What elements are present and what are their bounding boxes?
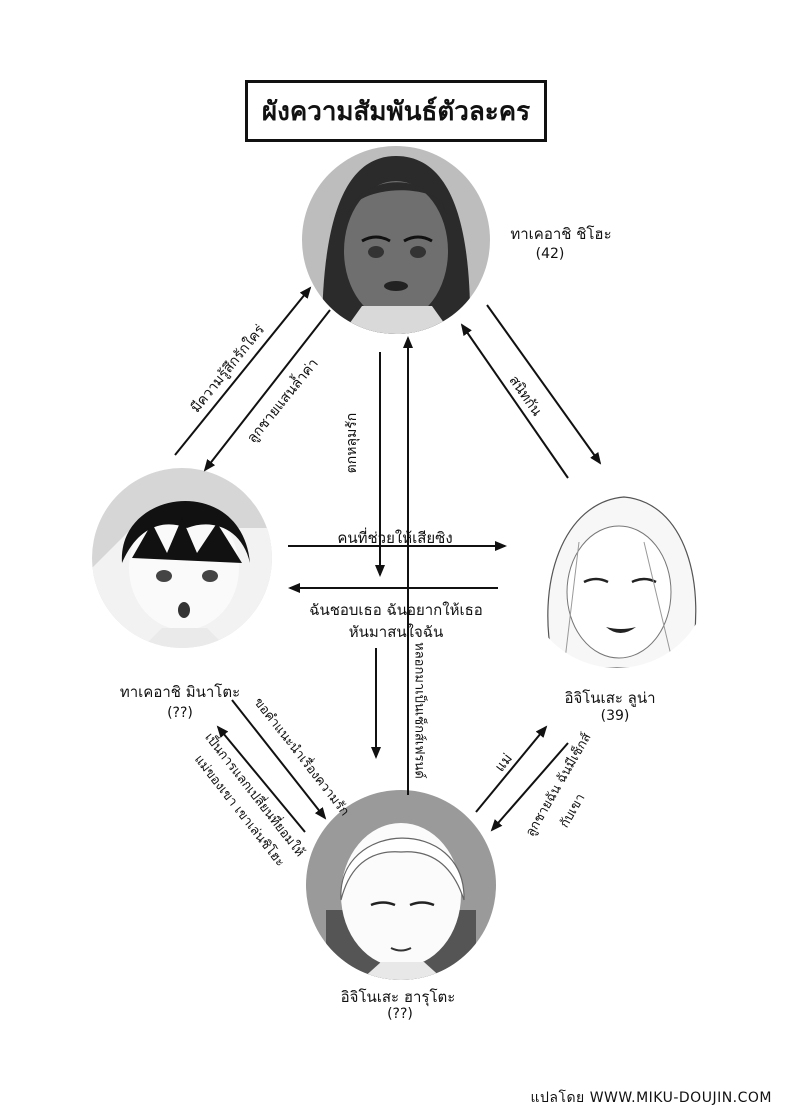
arrow-minato-to-shiho bbox=[174, 286, 312, 456]
arrow-haruto-to-minato bbox=[216, 725, 306, 833]
arrow-haruto-to-runa bbox=[475, 725, 548, 813]
portrait-shiho bbox=[302, 146, 490, 334]
label-minato-to-runa: คนที่ช่วยให้เสียซิง bbox=[337, 529, 453, 547]
arrow-runa-to-haruto bbox=[490, 742, 569, 832]
arrow-shiho-to-runa bbox=[486, 304, 602, 465]
label-runa-to-minato-line1: ฉันชอบเธอ ฉันอยากให้เธอ bbox=[309, 601, 483, 619]
label-haruto-to-shiho: ตกหลุมรัก bbox=[344, 412, 360, 474]
name-shiho: ทาเคอาชิ ชิโฮะ bbox=[510, 225, 612, 243]
age-haruto: (??) bbox=[387, 1006, 413, 1022]
translator-credit: แปลโดย WWW.MIKU-DOUJIN.COM bbox=[530, 1090, 772, 1106]
page-title: ผังความสัมพันธ์ตัวละคร bbox=[245, 80, 547, 142]
arrow-shiho-to-minato bbox=[203, 309, 331, 472]
portrait-minato bbox=[92, 468, 272, 648]
name-minato: ทาเคอาชิ มินาโตะ bbox=[119, 683, 241, 701]
name-haruto: อิจิโนเสะ ฮารุโตะ bbox=[340, 988, 456, 1006]
portrait-haruto bbox=[306, 790, 496, 980]
age-runa: (39) bbox=[600, 708, 630, 724]
label-runa-to-minato-line2: หันมาสนใจฉัน bbox=[348, 623, 444, 641]
age-minato: (??) bbox=[167, 705, 193, 721]
name-runa: อิจิโนเสะ ลูน่า bbox=[564, 689, 656, 707]
arrow-minato-to-haruto bbox=[231, 699, 327, 820]
age-shiho: (42) bbox=[535, 246, 565, 262]
arrow-runa-to-shiho bbox=[460, 323, 569, 479]
portrait-runa bbox=[524, 482, 710, 668]
label-shiho-to-haruto: หลอกมาเป็นเซ็กส์เฟรนด์ bbox=[411, 642, 427, 779]
